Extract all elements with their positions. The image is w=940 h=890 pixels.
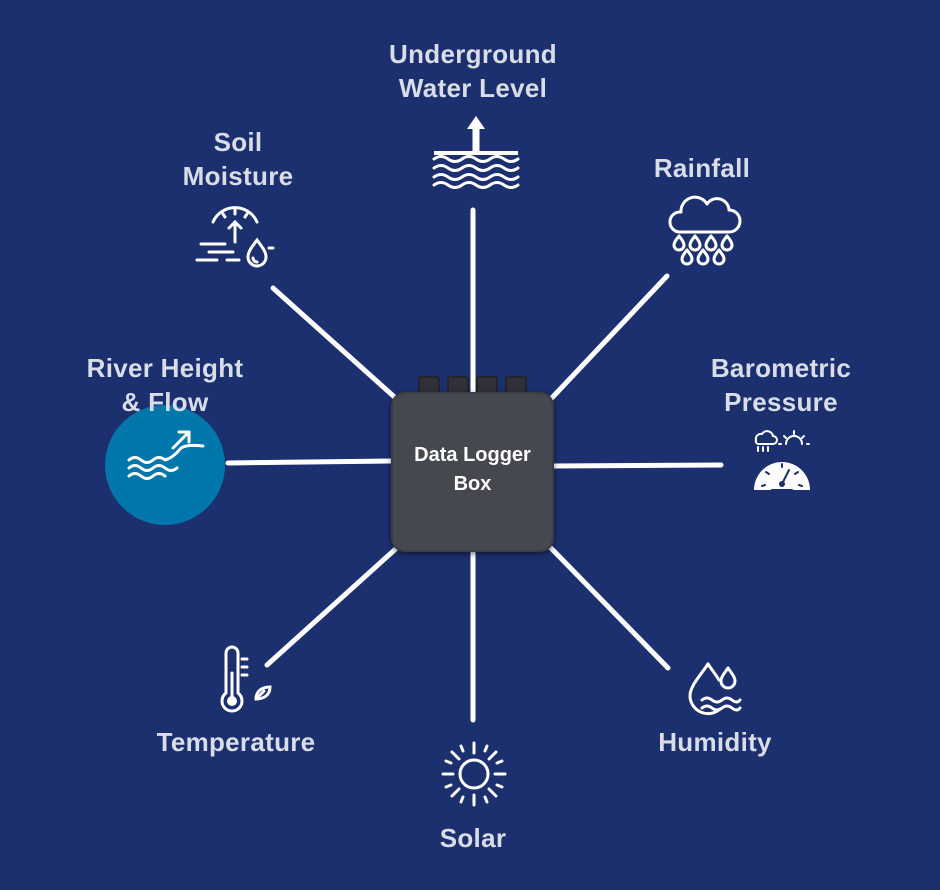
hub-label-line1: Data Logger	[414, 444, 531, 466]
hub-label: Data Logger Box	[391, 441, 554, 499]
barometer-icon	[754, 430, 810, 491]
hub-label-line2: Box	[453, 473, 492, 495]
label-soil-moisture: Soil Moisture	[182, 127, 294, 191]
data-logger-box	[391, 392, 554, 552]
label-rainfall: Rainfall	[653, 153, 751, 183]
sun-icon	[441, 741, 507, 807]
connector-rainfall	[545, 273, 670, 405]
water-level-icon	[432, 116, 520, 189]
connector-barometric	[551, 462, 724, 469]
connector-river	[225, 458, 394, 466]
humidity-drops-icon	[688, 662, 742, 716]
soil-moisture-icon	[195, 206, 275, 268]
river-flow-icon	[127, 430, 205, 480]
label-barometric: Barometric Pressure	[710, 353, 852, 417]
label-temperature: Temperature	[156, 727, 316, 757]
rain-cloud-icon	[668, 195, 742, 266]
connector-temperature	[264, 542, 403, 668]
connector-humidity	[545, 542, 671, 671]
label-river: River Height & Flow	[86, 353, 244, 417]
thermometer-icon	[220, 645, 272, 713]
connector-soil-moisture	[270, 285, 403, 405]
river-highlight-circle	[105, 405, 225, 525]
label-humidity: Humidity	[658, 727, 772, 757]
label-underground-water: Underground Water Level	[389, 39, 557, 103]
label-solar: Solar	[439, 823, 507, 853]
